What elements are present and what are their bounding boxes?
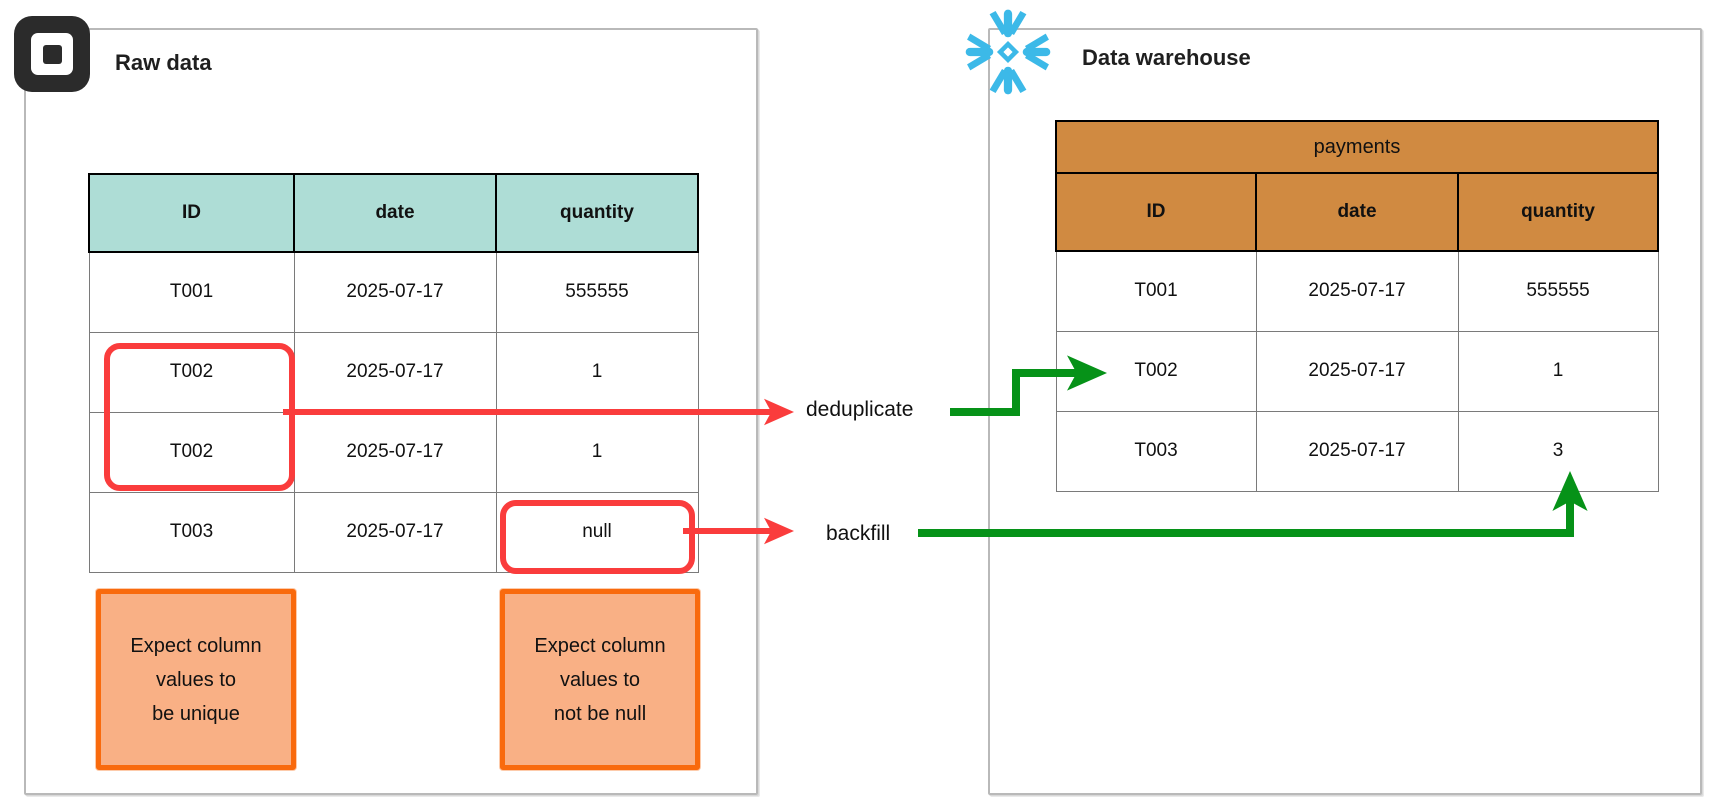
note-line: be unique [152, 702, 240, 725]
sticky-note-not-null: Expect column values to not be null [500, 589, 700, 770]
square-logo [14, 16, 90, 92]
note-line: values to [559, 668, 641, 691]
table-row: T002 2025-07-17 1 [88, 411, 699, 493]
note-line: values to [155, 668, 237, 691]
table-row: T002 2025-07-17 1 [88, 331, 699, 413]
table-header-row: ID date quantity [88, 173, 699, 253]
table-row: T003 2025-07-17 null [88, 491, 699, 573]
cell-id: T003 [1055, 410, 1257, 492]
column-header-date: date [1255, 172, 1459, 252]
cell-date: 2025-07-17 [293, 411, 497, 493]
table-name-row: payments [1054, 120, 1660, 174]
data-warehouse-title: Data warehouse [1082, 45, 1251, 70]
square-logo-ring [31, 33, 73, 75]
cell-date: 2025-07-17 [1255, 330, 1459, 412]
note-line: not be null [553, 702, 647, 725]
snowflake-logo [962, 6, 1054, 98]
note-line: Expect column [534, 634, 666, 657]
cell-quantity: 1 [495, 411, 699, 493]
table-row: T001 2025-07-17 555555 [88, 251, 699, 333]
cell-quantity: 3 [1457, 410, 1659, 492]
raw-data-title: Raw data [115, 50, 212, 75]
cell-quantity: 555555 [1457, 250, 1659, 332]
cell-quantity: null [495, 491, 699, 573]
column-header-quantity: quantity [1456, 172, 1660, 252]
note-line: Expect column [130, 634, 262, 657]
column-header-id: ID [1055, 172, 1257, 252]
cell-quantity: 555555 [495, 251, 699, 333]
cell-date: 2025-07-17 [1255, 250, 1459, 332]
table-row: T003 2025-07-17 3 [1055, 410, 1659, 492]
table-row: T002 2025-07-17 1 [1055, 330, 1659, 412]
column-header-date: date [293, 173, 497, 253]
table-header-row: ID date quantity [1055, 172, 1660, 252]
deduplicate-label: deduplicate [806, 398, 914, 421]
table-row: T001 2025-07-17 555555 [1055, 250, 1659, 332]
cell-id: T002 [1055, 330, 1257, 412]
table-name-label: payments [1054, 120, 1660, 174]
cell-date: 2025-07-17 [293, 251, 497, 333]
backfill-label: backfill [826, 522, 891, 545]
sticky-note-unique: Expect column values to be unique [96, 589, 296, 770]
cell-id: T002 [88, 331, 295, 413]
cell-quantity: 1 [1457, 330, 1659, 412]
cell-date: 2025-07-17 [293, 491, 497, 573]
square-logo-dot [42, 44, 62, 64]
raw-data-table: ID date quantity T001 2025-07-17 555555 … [88, 173, 699, 573]
payments-table: payments ID date quantity T001 2025-07-1… [1054, 120, 1660, 492]
cell-id: T001 [88, 251, 295, 333]
cell-date: 2025-07-17 [293, 331, 497, 413]
cell-id: T003 [88, 491, 295, 573]
cell-id: T002 [88, 411, 295, 493]
cell-quantity: 1 [495, 331, 699, 413]
column-header-id: ID [88, 173, 295, 253]
cell-date: 2025-07-17 [1255, 410, 1459, 492]
column-header-quantity: quantity [495, 173, 699, 253]
cell-id: T001 [1055, 250, 1257, 332]
